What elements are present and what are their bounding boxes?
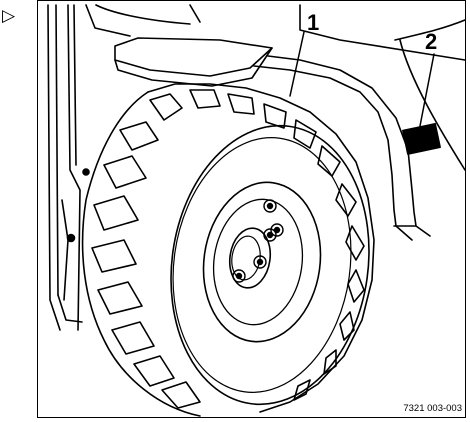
wheel-rim bbox=[170, 124, 370, 406]
callout-label-2: 2 bbox=[425, 29, 438, 54]
figure-reference: 7321 003-003 bbox=[403, 403, 462, 414]
wheel-nuts bbox=[232, 199, 284, 283]
mast-frame bbox=[47, 4, 90, 331]
callout-label-1: 1 bbox=[307, 10, 320, 35]
tire-tread bbox=[81, 83, 375, 417]
chassis-body bbox=[85, 4, 465, 241]
section-marker-icon: ▷ bbox=[2, 6, 16, 25]
callout-leaders bbox=[289, 31, 435, 127]
